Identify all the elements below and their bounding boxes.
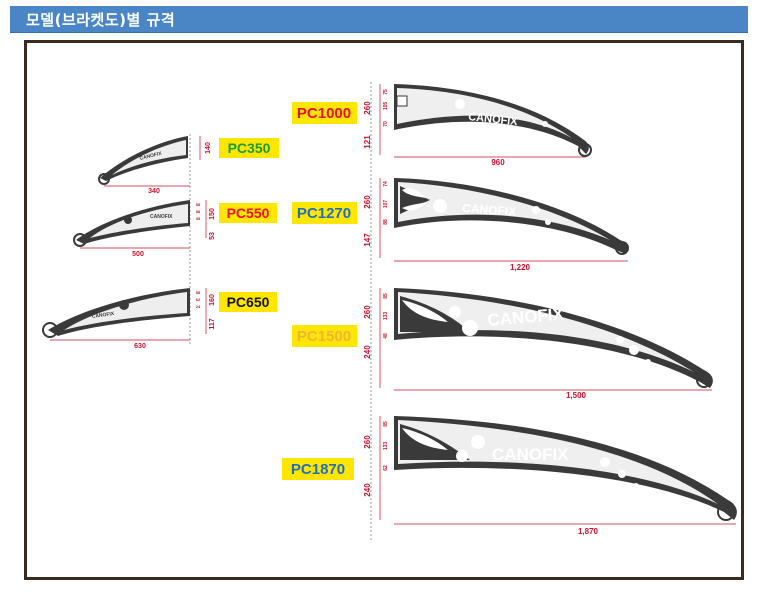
pc1270-sub-dim-2: 107 [383,200,389,209]
pc350-height: 140 [205,142,212,154]
pc650-label: PC650 [227,294,270,310]
pc1500-label-bg [292,325,357,347]
pc1000-label: PC1000 [297,105,351,122]
pc1270-brand: CANOFIX [462,201,517,219]
pc550-label-bg [219,203,277,223]
pc550-sub-dim-1: 58 [196,202,201,207]
pc1000-sub-dim-3: 70 [383,121,389,127]
pc1000-height: 260 [363,101,372,115]
pc550-sub-dim-2: 58 [196,209,201,214]
bracket-pc1500: CANOFIX [379,288,713,391]
pc550-length: 500 [132,251,144,258]
pc1500-height: 260 [363,305,372,319]
pc1500-sub-dim-2: 133 [383,312,389,321]
pc650-height: 160 [209,294,216,306]
pc1270-label: PC1270 [297,205,351,222]
pc350-label-bg [219,138,279,158]
svg-text:CANOFIX: CANOFIX [91,311,115,320]
pc1870-length: 1,870 [578,527,599,536]
pc1870-label: PC1870 [291,461,345,478]
section-header: 모델(브라켓도)별 규격 [10,6,748,33]
pc1000-sub-dim-2: 105 [383,102,389,111]
pc550-sub-dim-3: 35 [196,216,201,221]
pc650-sub-dim-1: 58 [196,290,201,295]
pc1000-label-bg [292,102,357,124]
pc1270-height: 260 [363,195,372,209]
pc1870-sub-dim-1: 85 [383,421,389,427]
pc1270-sub-dim-3: 88 [383,219,389,225]
bracket-pc650: CANOFIX [42,288,207,341]
pc1870-height: 260 [363,435,372,449]
pc1870-brand: CANOFIX [492,445,569,464]
bracket-pc1000: CANOFIX [379,84,592,158]
pc1500-label: PC1500 [297,328,351,345]
pc1870-sub-dim-3: 62 [383,465,389,471]
pc1270-sub-dim-1: 74 [383,181,389,187]
svg-text:CANOFIX: CANOFIX [139,151,163,162]
pc1870-label-bg [282,458,354,480]
pc1000-sub-dim-1: 75 [383,89,389,95]
pc1500-height-lower: 240 [363,345,372,359]
pc550-height: 150 [209,208,216,220]
pc1500-sub-dim-1: 85 [383,293,389,299]
pc650-label-bg [219,292,277,312]
bracket-pc550: CANOFIX [73,200,207,249]
pc1500-sub-dim-3: 48 [383,333,389,339]
pc1270-length: 1,220 [510,263,531,272]
pc1000-length: 960 [491,158,505,167]
pc1500-length: 1,500 [566,391,587,400]
pc550-height-lower: 53 [209,232,216,240]
pc1000-height-lower: 121 [363,135,372,149]
pc650-length: 630 [134,343,146,350]
pc350-length: 340 [148,188,160,195]
pc550-label-text: PC550 [227,205,270,221]
bracket-pc350: CANOFIX [98,136,201,187]
bracket-pc1270: CANOFIX [379,178,629,262]
pc350-label: PC350 [228,140,271,156]
pc1270-label-bg [292,202,357,224]
svg-text:CANOFIX: CANOFIX [150,214,173,220]
pc1270-height-lower: 147 [363,233,372,247]
pc650-sub-dim-3: 24 [196,304,201,309]
pc1870-sub-dim-2: 133 [383,442,389,451]
pc650-height-lower: 117 [209,318,216,329]
pc650-sub-dim-2: 62 [196,297,201,302]
pc1870-height-lower: 240 [363,483,372,497]
pc1000-brand: CANOFIX [468,111,519,128]
section-title: 모델(브라켓도)별 규격 [26,11,176,29]
bracket-pc1870: CANOFIX [379,416,737,525]
